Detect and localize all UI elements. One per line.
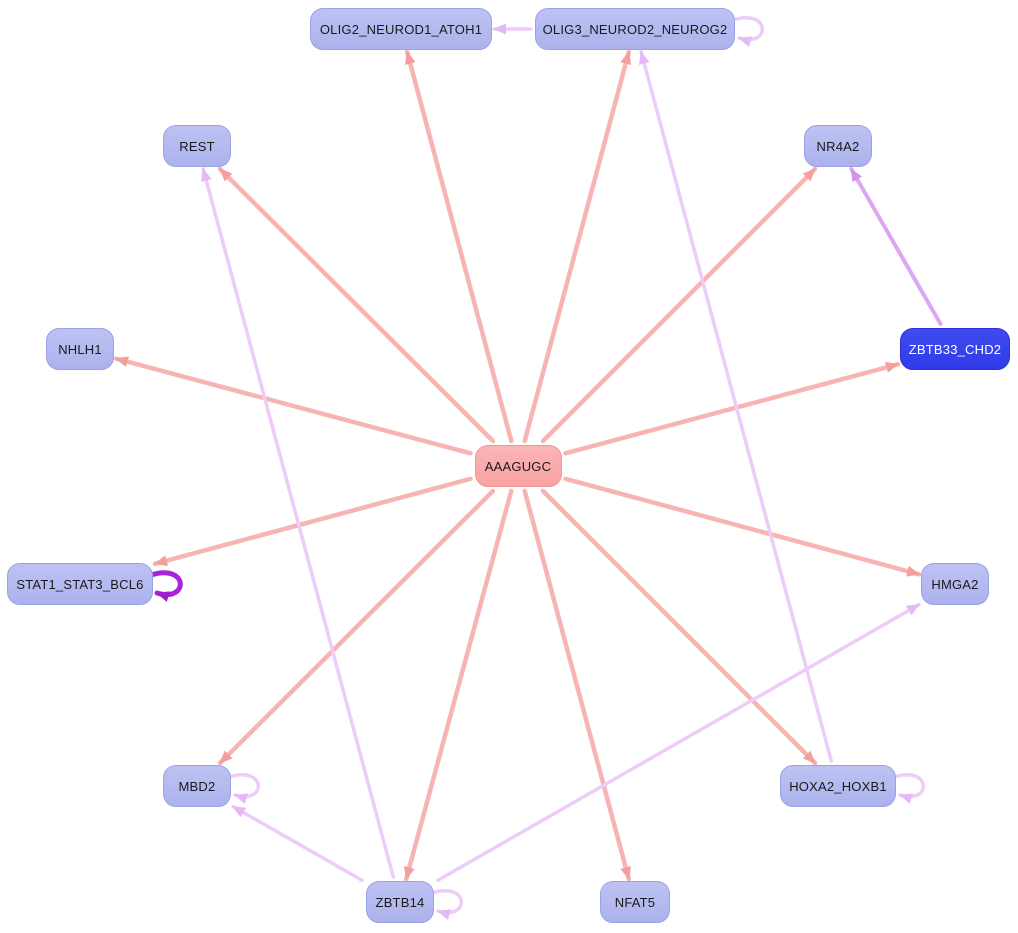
node-label: NHLH1 xyxy=(58,341,102,357)
node-label: HMGA2 xyxy=(931,576,979,592)
node-label: ZBTB33_CHD2 xyxy=(908,341,1002,357)
node-label: OLIG3_NEUROD2_NEUROG2 xyxy=(542,21,728,37)
node-label: HOXA2_HOXB1 xyxy=(789,778,887,794)
edge-aaagugc-to-hoxa2-hoxb1[interactable] xyxy=(540,488,818,766)
edge-aaagugc-to-zbtb33-chd2[interactable] xyxy=(563,362,901,456)
node-zbtb14[interactable]: ZBTB14 xyxy=(366,881,434,923)
node-rest[interactable]: REST xyxy=(163,125,231,167)
edge-aaagugc-to-nhlh1[interactable] xyxy=(113,356,473,456)
node-label: ZBTB14 xyxy=(375,894,425,910)
self-loop-hoxa2-hoxb1[interactable] xyxy=(892,773,925,804)
edge-zbtb14-to-rest[interactable] xyxy=(200,167,396,879)
edge-aaagugc-to-rest[interactable] xyxy=(217,166,496,444)
edge-zbtb33-chd2-to-nr4a2[interactable] xyxy=(849,167,943,326)
node-label: OLIG2_NEUROD1_ATOH1 xyxy=(319,21,483,37)
self-loop-olig3-neurod2-neurog2[interactable] xyxy=(731,16,764,47)
node-label: NFAT5 xyxy=(614,894,656,910)
node-mbd2[interactable]: MBD2 xyxy=(163,765,231,807)
node-hoxa2-hoxb1[interactable]: HOXA2_HOXB1 xyxy=(780,765,896,807)
node-hmga2[interactable]: HMGA2 xyxy=(921,563,989,605)
edge-aaagugc-to-stat1-stat3-bcl6[interactable] xyxy=(152,476,473,567)
node-nfat5[interactable]: NFAT5 xyxy=(600,881,670,923)
node-label: REST xyxy=(179,138,215,154)
self-loop-zbtb14[interactable] xyxy=(430,889,463,920)
edge-zbtb14-to-hmga2[interactable] xyxy=(436,602,921,882)
node-aaagugc[interactable]: AAAGUGC xyxy=(474,445,562,487)
node-label: STAT1_STAT3_BCL6 xyxy=(16,576,144,592)
node-olig2-neurod1-atoh1[interactable]: OLIG2_NEUROD1_ATOH1 xyxy=(310,8,492,50)
edge-aaagugc-to-olig2-neurod1-atoh1[interactable] xyxy=(404,49,514,444)
edge-aaagugc-to-olig3-neurod2-neurog2[interactable] xyxy=(522,49,632,444)
self-loop-stat1-stat3-bcl6[interactable] xyxy=(148,570,183,602)
node-label: AAAGUGC xyxy=(484,458,552,474)
edge-aaagugc-to-zbtb14[interactable] xyxy=(403,488,514,882)
node-nhlh1[interactable]: NHLH1 xyxy=(46,328,114,370)
node-stat1-stat3-bcl6[interactable]: STAT1_STAT3_BCL6 xyxy=(7,563,153,605)
node-olig3-neurod2-neurog2[interactable]: OLIG3_NEUROD2_NEUROG2 xyxy=(535,8,735,50)
node-nr4a2[interactable]: NR4A2 xyxy=(804,125,872,167)
edge-aaagugc-to-nfat5[interactable] xyxy=(522,488,632,882)
self-loop-mbd2[interactable] xyxy=(227,773,260,804)
node-zbtb33-chd2[interactable]: ZBTB33_CHD2 xyxy=(900,328,1010,370)
edge-zbtb14-to-mbd2[interactable] xyxy=(231,804,364,883)
edge-hoxa2-hoxb1-to-olig3-neurod2-neurog2[interactable] xyxy=(638,50,834,763)
edge-aaagugc-to-hmga2[interactable] xyxy=(563,476,922,577)
edge-aaagugc-to-mbd2[interactable] xyxy=(217,488,496,766)
edge-aaagugc-to-nr4a2[interactable] xyxy=(540,166,818,444)
node-label: MBD2 xyxy=(178,778,216,794)
node-label: NR4A2 xyxy=(816,138,860,154)
